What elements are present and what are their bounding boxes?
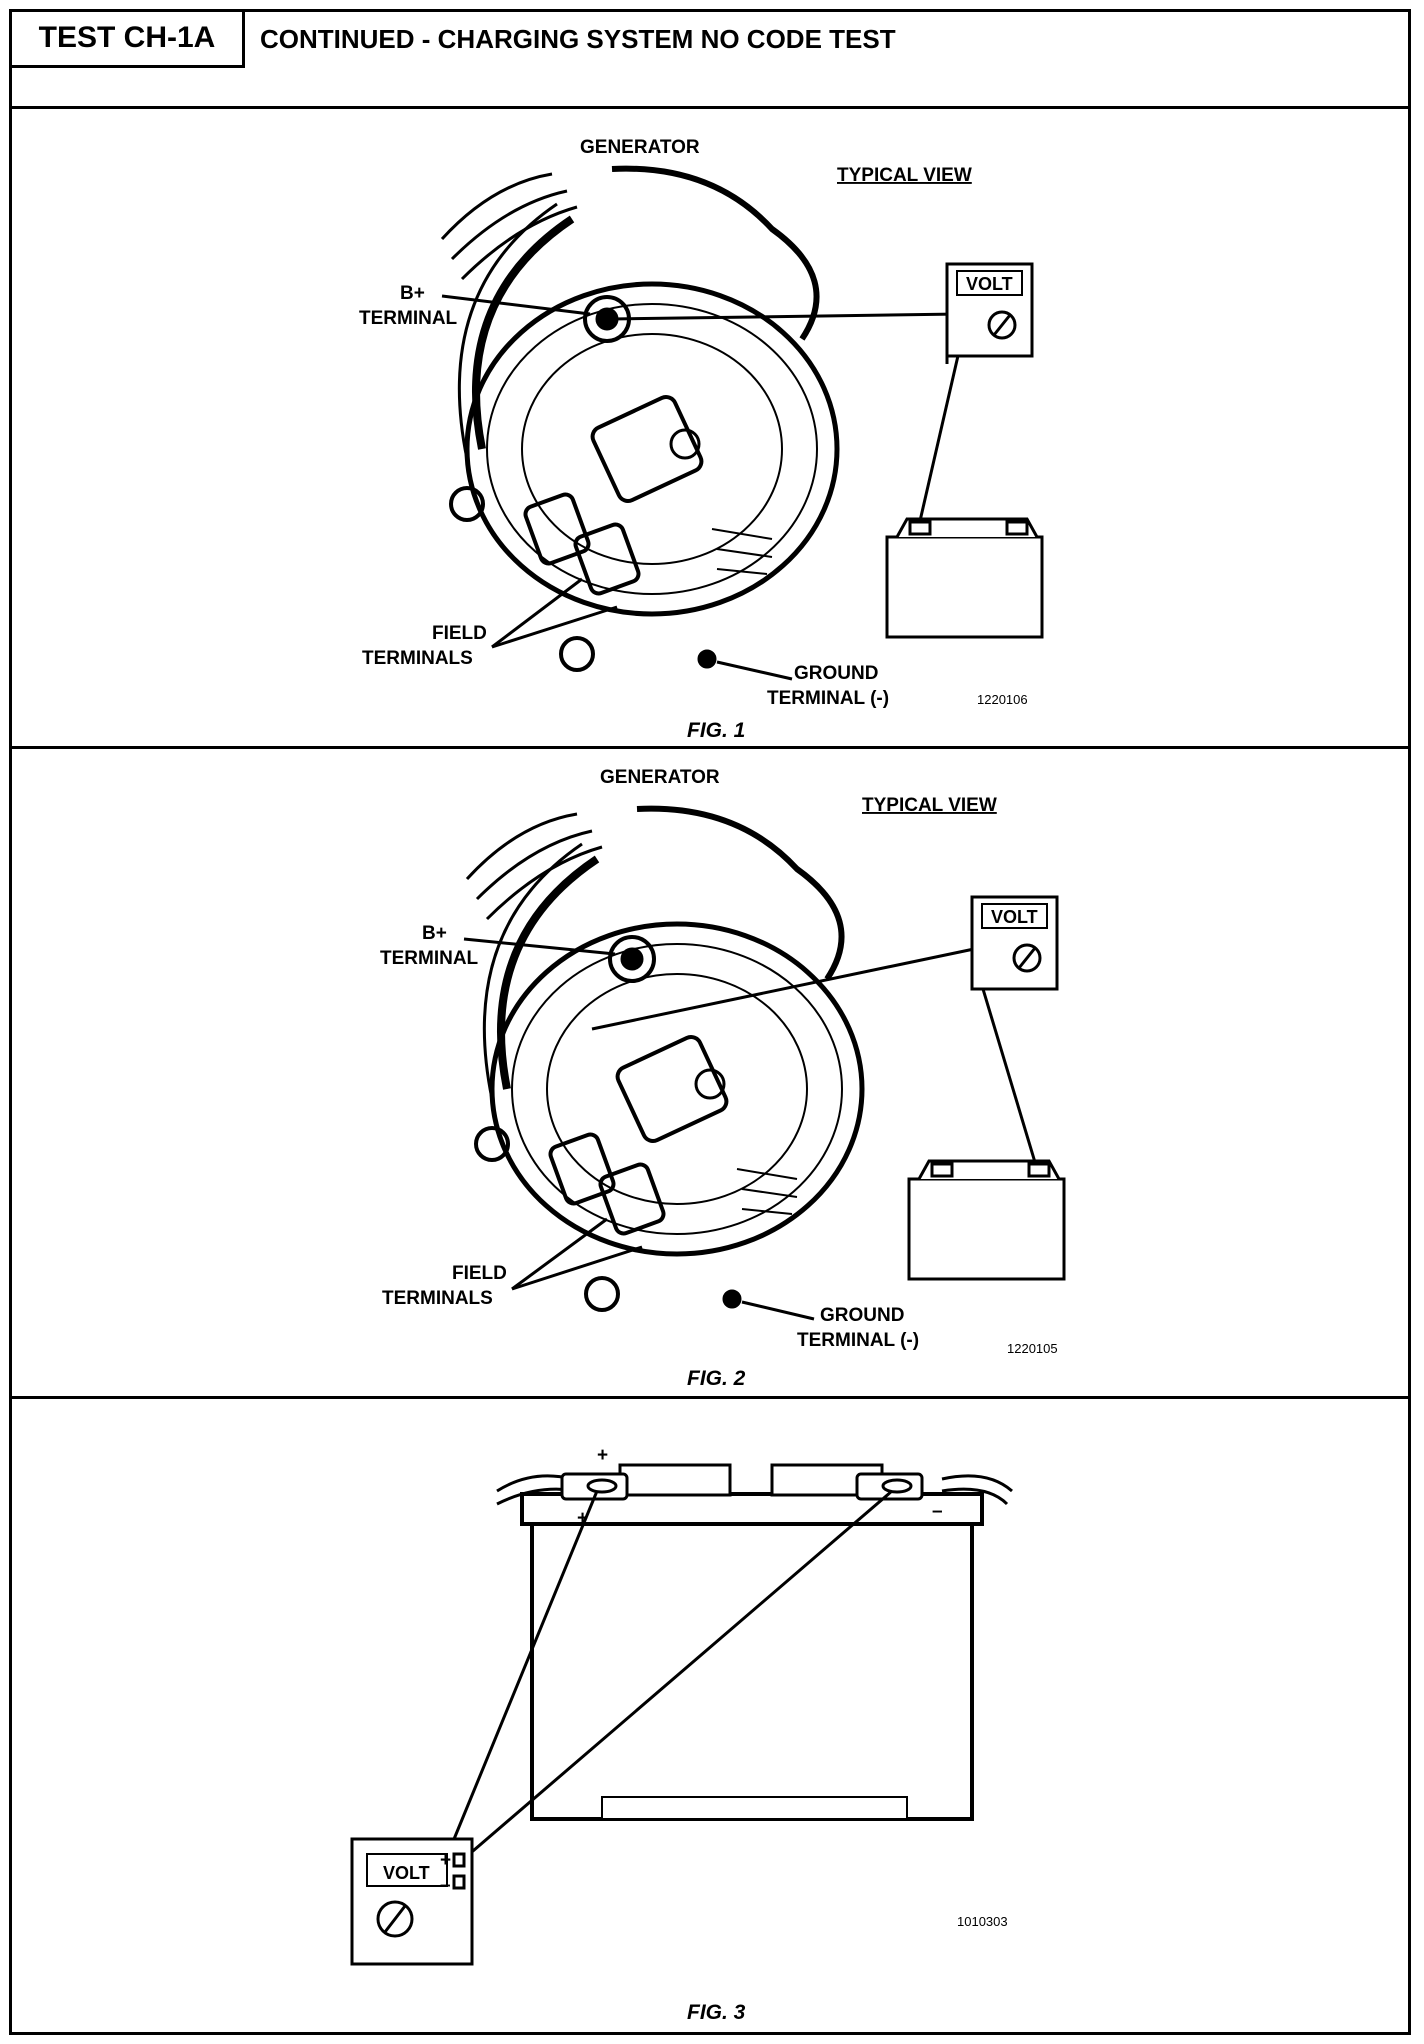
field-terminals-label: TERMINALS	[382, 1288, 493, 1309]
figure-code: 1010303	[957, 1914, 1008, 1929]
typical-view-label: TYPICAL VIEW	[837, 165, 972, 186]
figure-3-panel: VOLT + – + + – 1010303 FIG. 3	[12, 1399, 1408, 2032]
figure-2-panel: VOLT GENERATOR TYPICAL VIEW B+ TERMINAL …	[12, 749, 1408, 1399]
meter-label-3: VOLT	[383, 1863, 430, 1883]
meter-label-1: VOLT	[966, 274, 1013, 294]
test-id: TEST CH-1A	[12, 12, 245, 68]
generator-label: GENERATOR	[580, 137, 700, 158]
typical-view-label: TYPICAL VIEW	[862, 795, 997, 816]
ground-terminal-label: TERMINAL (-)	[797, 1330, 919, 1351]
battery-minus-side: –	[932, 1501, 943, 1522]
battery-2	[907, 1159, 1066, 1281]
b-plus-terminal-label: TERMINAL	[359, 308, 458, 329]
voltmeter-1	[945, 262, 1034, 364]
voltmeter-2	[970, 895, 1059, 991]
battery-plus-side: +	[577, 1508, 588, 1529]
figure-caption: FIG. 2	[687, 1367, 746, 1390]
battery-3	[520, 1463, 984, 1821]
b-plus-terminal-label: TERMINAL	[380, 948, 479, 969]
figure-3-diagram: VOLT + – + + – 1010303 FIG. 3	[350, 1445, 1013, 2024]
page-title: CONTINUED - CHARGING SYSTEM NO CODE TEST	[260, 24, 896, 54]
b-plus-label: B+	[400, 283, 425, 304]
negative-clamp	[855, 1472, 924, 1501]
figure-1-panel: VOLT GENERATOR TYPICAL VIEW B+ TERMINAL …	[12, 109, 1408, 749]
figure-caption: FIG. 3	[687, 2001, 746, 2024]
field-label: FIELD	[432, 623, 487, 644]
ground-label: GROUND	[820, 1305, 904, 1326]
generator-label: GENERATOR	[600, 767, 720, 788]
meter-label-2: VOLT	[991, 907, 1038, 927]
figure-code: 1220106	[977, 692, 1028, 707]
meter-plus: +	[440, 1850, 451, 1871]
battery-plus: +	[597, 1445, 608, 1466]
figure-code: 1220105	[1007, 1341, 1058, 1356]
figure-1-diagram: VOLT GENERATOR TYPICAL VIEW B+ TERMINAL …	[359, 137, 1044, 742]
meter-minus: –	[440, 1875, 451, 1896]
battery-1	[885, 517, 1044, 639]
figure-2-diagram: VOLT GENERATOR TYPICAL VIEW B+ TERMINAL …	[380, 767, 1066, 1390]
field-terminals-label: TERMINALS	[362, 648, 473, 669]
voltmeter-3	[350, 1837, 474, 1966]
page-frame: TEST CH-1A CONTINUED - CHARGING SYSTEM N…	[9, 9, 1411, 2035]
ground-label: GROUND	[794, 663, 878, 684]
ground-terminal-label: TERMINAL (-)	[767, 688, 889, 709]
b-plus-label: B+	[422, 923, 447, 944]
figure-caption: FIG. 1	[687, 719, 745, 742]
field-label: FIELD	[452, 1263, 507, 1284]
header: TEST CH-1A CONTINUED - CHARGING SYSTEM N…	[12, 12, 1408, 109]
